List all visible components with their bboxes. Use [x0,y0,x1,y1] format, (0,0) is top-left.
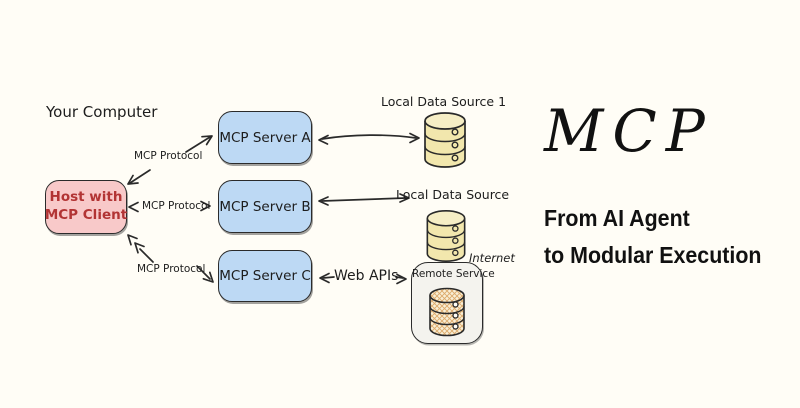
arrow-server-c-remote [319,272,407,285]
mcp-server-a-node: MCP Server A [218,111,312,164]
arrow-host-server-a [127,135,213,185]
local-data-source-label: Local Data Source [396,187,510,202]
database-cylinder-icon-1 [424,112,466,168]
mcp-protocol-label-c: MCP Protocol [137,263,206,275]
page-subtitle: From AI Agent to Modular Execution [544,200,761,274]
mcp-server-c-node: MCP Server C [218,250,312,302]
remote-database-cylinder-icon [429,287,465,337]
host-with-mcp-client-node: Host with MCP Client [45,180,127,234]
subtitle-line2: to Modular Execution [544,242,762,268]
local-data-source-1-label: Local Data Source 1 [381,94,507,109]
host-label-line2: MCP Client [44,207,128,223]
web-apis-label: Web APIs [334,268,399,284]
internet-label: Internet [469,251,515,265]
page-title: MCP [544,97,714,165]
arrow-server-b-datasource2 [318,193,410,206]
your-computer-label: Your Computer [46,103,158,121]
arrow-server-a-datasource1 [318,132,420,145]
host-label-line1: Host with [49,189,123,206]
mcp-server-b-node: MCP Server B [218,180,312,233]
mcp-server-c-label: MCP Server C [219,268,311,284]
arrow-host-server-c [127,234,214,283]
subtitle-line1: From AI Agent [544,205,690,231]
arrow-host-server-b [128,200,211,213]
mcp-protocol-label-b: MCP Protocol [142,200,211,212]
mcp-server-b-label: MCP Server B [219,198,311,215]
remote-service-label: Remote Service [412,268,495,280]
database-cylinder-icon-2 [426,210,466,262]
mcp-server-a-label: MCP Server A [219,129,311,146]
mcp-protocol-label-a: MCP Protocol [134,150,203,162]
